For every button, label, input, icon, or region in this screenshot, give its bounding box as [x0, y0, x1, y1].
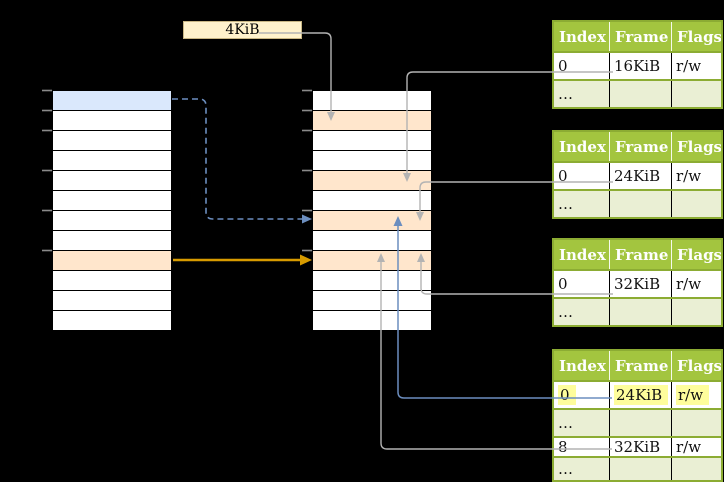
memory-cell	[313, 131, 431, 151]
column-header-index: Index	[559, 356, 606, 375]
cell-flags	[671, 191, 721, 217]
memory-cell	[313, 111, 431, 131]
table-header-row: Index Frame Flags	[554, 351, 721, 380]
connector-page-to-frame-dashed	[172, 98, 312, 224]
cell-frame	[609, 458, 671, 480]
table-row: …	[554, 189, 721, 217]
cell-index: …	[558, 414, 573, 432]
memory-cell	[313, 311, 431, 330]
memory-cell	[313, 151, 431, 171]
memory-column-middle	[312, 90, 432, 331]
cell-flags: r/w	[671, 53, 721, 79]
table-row: …	[554, 456, 721, 480]
memory-cell	[313, 231, 431, 251]
table-header-row: Index Frame Flags	[554, 240, 721, 269]
memory-cell	[53, 291, 171, 311]
column-header-frame: Frame	[609, 132, 671, 161]
address-ticks-left	[42, 89, 52, 252]
cell-index: 8	[558, 438, 568, 456]
memory-cell	[53, 311, 171, 330]
cell-frame: 24KiB	[609, 163, 671, 189]
memory-cell	[53, 131, 171, 151]
memory-cell	[53, 251, 171, 271]
page-table-3: Index Frame Flags 0 32KiB r/w …	[552, 238, 723, 327]
arrowhead-right-icon	[302, 214, 312, 224]
table-row: 0 24KiB r/w	[554, 161, 721, 189]
cell-frame: 24KiB	[609, 382, 671, 408]
highlight-mark: r/w	[676, 385, 710, 405]
cell-frame: 32KiB	[609, 438, 671, 456]
cell-index: 0	[558, 57, 568, 75]
memory-cell	[313, 171, 431, 191]
table-row: 0 16KiB r/w	[554, 51, 721, 79]
address-ticks-middle	[302, 89, 312, 252]
memory-cell	[313, 251, 431, 271]
page-table-1: Index Frame Flags 0 16KiB r/w …	[552, 20, 723, 109]
memory-cell	[53, 111, 171, 131]
cell-flags: r/w	[671, 438, 721, 456]
column-header-frame: Frame	[609, 22, 671, 51]
connector-page-to-frame-gold	[173, 254, 312, 266]
cell-index: …	[558, 195, 573, 213]
column-header-index: Index	[559, 137, 606, 156]
frame-size-label: 4KiB	[183, 21, 302, 39]
table-row: 0 32KiB r/w	[554, 269, 721, 297]
table-row: …	[554, 79, 721, 107]
memory-cell	[313, 91, 431, 111]
cell-flags	[671, 410, 721, 436]
column-header-flags: Flags	[671, 240, 721, 269]
cell-index: 0	[554, 382, 609, 408]
arrowhead-right-icon	[300, 254, 312, 266]
memory-cell	[53, 191, 171, 211]
cell-flags	[671, 458, 721, 480]
table-row-highlighted: 0 24KiB r/w	[554, 380, 721, 408]
highlight-mark: 0	[558, 385, 576, 405]
cell-frame	[609, 410, 671, 436]
memory-cell	[53, 231, 171, 251]
cell-flags	[671, 81, 721, 107]
table-row: 8 32KiB r/w	[554, 436, 721, 456]
cell-frame	[609, 81, 671, 107]
memory-cell	[313, 291, 431, 311]
memory-cell	[53, 91, 171, 111]
memory-cell	[53, 151, 171, 171]
memory-column-left	[52, 90, 172, 331]
memory-cell	[53, 211, 171, 231]
column-header-flags: Flags	[671, 351, 721, 380]
cell-flags: r/w	[671, 382, 721, 408]
cell-flags: r/w	[671, 163, 721, 189]
table-header-row: Index Frame Flags	[554, 22, 721, 51]
page-table-4: Index Frame Flags 0 24KiB r/w … 8 32KiB …	[552, 349, 723, 482]
column-header-flags: Flags	[671, 132, 721, 161]
cell-index: 0	[558, 167, 568, 185]
cell-frame: 16KiB	[609, 53, 671, 79]
cell-index: …	[558, 460, 573, 478]
table-header-row: Index Frame Flags	[554, 132, 721, 161]
memory-cell	[53, 271, 171, 291]
cell-index: …	[558, 303, 573, 321]
column-header-flags: Flags	[671, 22, 721, 51]
memory-cell	[313, 211, 431, 231]
memory-cell	[313, 271, 431, 291]
column-header-frame: Frame	[609, 351, 671, 380]
column-header-frame: Frame	[609, 240, 671, 269]
memory-cell	[313, 191, 431, 211]
cell-frame: 32KiB	[609, 271, 671, 297]
highlight-mark: 24KiB	[614, 385, 669, 405]
cell-flags: r/w	[671, 271, 721, 297]
column-header-index: Index	[559, 245, 606, 264]
cell-frame	[609, 299, 671, 325]
cell-flags	[671, 299, 721, 325]
table-row: …	[554, 297, 721, 325]
cell-index: …	[558, 85, 573, 103]
column-header-index: Index	[559, 27, 606, 46]
memory-cell	[53, 171, 171, 191]
cell-index: 0	[558, 275, 568, 293]
table-row: …	[554, 408, 721, 436]
cell-frame	[609, 191, 671, 217]
page-table-2: Index Frame Flags 0 24KiB r/w …	[552, 130, 723, 219]
